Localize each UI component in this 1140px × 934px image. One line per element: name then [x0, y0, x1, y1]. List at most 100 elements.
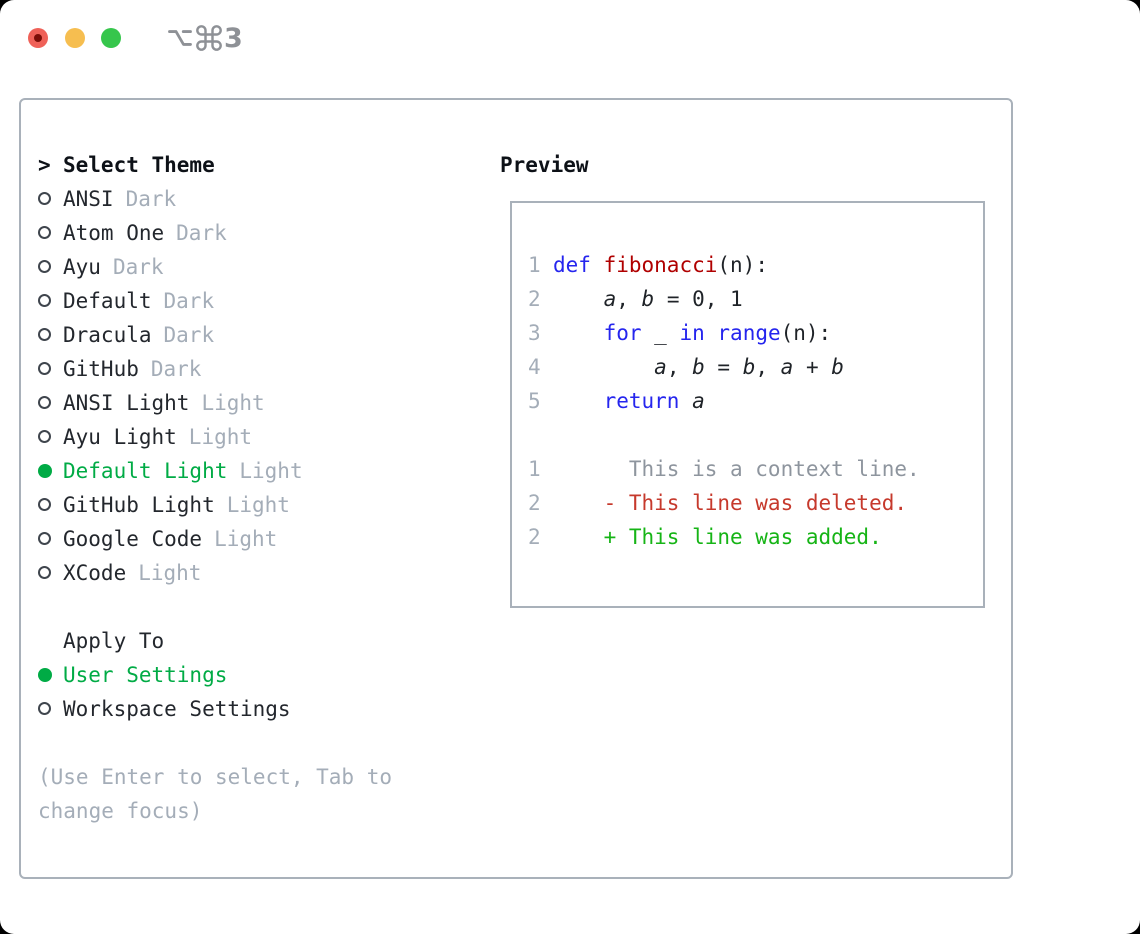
code-line: 3 for _ in range(n): [528, 316, 983, 350]
titlebar: 3 [0, 0, 1140, 78]
code-token-plain: = [704, 355, 743, 379]
radio-selected-icon [38, 463, 52, 478]
line-number: 4 [528, 355, 541, 379]
radio-unselected-icon [38, 532, 51, 545]
zoom-button[interactable] [101, 28, 121, 48]
option-key-icon [168, 30, 192, 46]
radio-unselected-icon [38, 396, 51, 409]
code-token-kw: def [553, 253, 591, 277]
code-token-plain: _ [641, 321, 680, 345]
line-number: 3 [528, 321, 541, 345]
minimize-button[interactable] [65, 28, 85, 48]
radio-unselected-icon [38, 328, 51, 341]
line-number: 2 [528, 491, 541, 515]
code-token-kw: for [603, 321, 642, 345]
line-number: 1 [528, 457, 541, 481]
code-line: 1 def fibonacci(n): [528, 248, 983, 282]
theme-list-header: > Select Theme [38, 148, 488, 182]
code-token-kw: in [679, 321, 705, 345]
spacer [38, 590, 488, 624]
code-token-var: a [603, 287, 617, 311]
line-number: 2 [528, 525, 541, 549]
radio-unselected-icon [38, 260, 51, 273]
code-blank-line [528, 418, 983, 452]
line-number: 1 [528, 253, 541, 277]
apply-to-title: Apply To [63, 629, 165, 653]
unsaved-dot-icon [34, 34, 42, 42]
code-token-plain: (n): [717, 253, 768, 277]
code-token-plain: + [793, 355, 832, 379]
code-token-var: b [641, 287, 655, 311]
code-token-del: - This line was deleted. [553, 491, 908, 515]
cursor-icon: > [38, 153, 51, 177]
code-token-plain: = 0, 1 [654, 287, 743, 311]
code-line: 2 - This line was deleted. [528, 486, 983, 520]
window-title: 3 [166, 22, 243, 54]
theme-list-title: Select Theme [63, 153, 215, 177]
code-token-plain: (n): [780, 321, 832, 345]
help-text-line-2: change focus) [38, 799, 203, 823]
radio-selected-icon [38, 667, 52, 682]
code-token-plain [553, 321, 604, 345]
apply-to-header: Apply To [38, 624, 488, 658]
code-token-ctx: This is a context line. [553, 457, 920, 481]
code-token-plain [553, 389, 604, 413]
code-token-kw: range [717, 321, 781, 345]
radio-unselected-icon [38, 226, 51, 239]
code-token-plain: , [755, 355, 781, 379]
code-token-var: b [692, 355, 705, 379]
code-token-var: b [831, 355, 844, 379]
code-token-plain: , [616, 287, 642, 311]
code-token-plain [591, 253, 604, 277]
code-token-plain [553, 287, 604, 311]
code-token-var: a [692, 389, 705, 413]
code-token-var: b [742, 355, 756, 379]
code-token-plain [679, 389, 692, 413]
command-key-icon [196, 25, 222, 51]
code-token-plain: , [666, 355, 693, 379]
line-number: 5 [528, 389, 541, 413]
code-line: 5 return a [528, 384, 983, 418]
code-token-kw: return [603, 389, 680, 413]
radio-unselected-icon [38, 430, 51, 443]
radio-unselected-icon [38, 192, 51, 205]
code-token-var: a [780, 355, 794, 379]
code-token-var: a [654, 355, 667, 379]
code-line: 1 This is a context line. [528, 452, 983, 486]
apply-option-user-settings[interactable]: User Settings [38, 658, 488, 692]
code-line: 2 + This line was added. [528, 520, 983, 554]
preview-title: Preview [500, 153, 589, 177]
radio-unselected-icon [38, 294, 51, 307]
code-line: 2 a, b = 0, 1 [528, 282, 983, 316]
close-button[interactable] [28, 28, 48, 48]
spacer [38, 726, 488, 760]
code-token-plain [553, 355, 654, 379]
code-token-plain [705, 321, 718, 345]
radio-unselected-icon [38, 362, 51, 375]
radio-unselected-icon [38, 566, 51, 579]
radio-unselected-icon [38, 702, 51, 715]
code-line: 4 a, b = b, a + b [528, 350, 983, 384]
code-token-fn: fibonacci [603, 253, 718, 277]
radio-unselected-icon [38, 498, 51, 511]
shortcut-number: 3 [224, 22, 243, 54]
code-token-add: + This line was added. [553, 525, 882, 549]
help-text-line-1: (Use Enter to select, Tab to [38, 765, 393, 789]
apply-option-workspace-settings[interactable]: Workspace Settings [38, 692, 488, 726]
